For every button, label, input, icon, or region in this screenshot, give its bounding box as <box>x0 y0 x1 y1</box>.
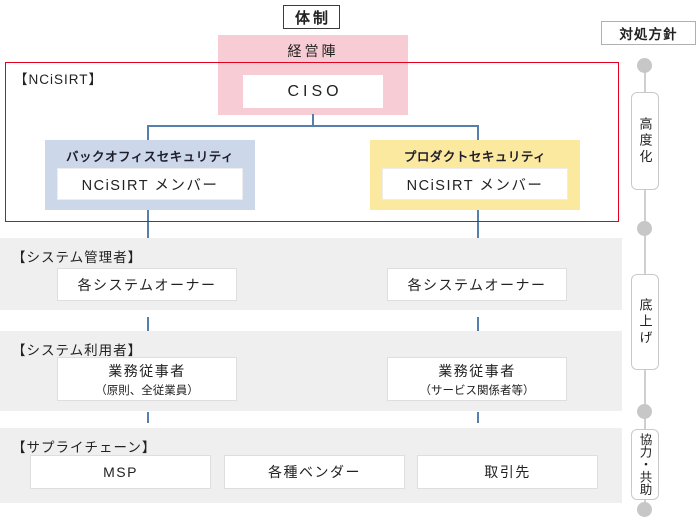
section-label: 【システム管理者】 <box>12 250 143 265</box>
vendors-box: 各種ベンダー <box>224 455 405 489</box>
policy-title-label: 対処方針 <box>619 27 678 42</box>
back-office-member-label: NCiSIRT メンバー <box>81 177 219 194</box>
connector-line <box>147 126 149 140</box>
box-label: MSP <box>103 464 138 480</box>
box-label: 業務従事者 <box>108 362 186 379</box>
section-system-administrators: 【システム管理者】 各システムオーナー 各システムオーナー <box>0 238 622 310</box>
management-block: 経営陣 CISO <box>218 35 408 115</box>
connector-line <box>147 412 149 423</box>
policy-title: 対処方針 <box>601 21 696 45</box>
policy-rail-dot <box>637 404 652 419</box>
product-member-box: NCiSIRT メンバー <box>382 168 568 200</box>
connector-line <box>147 210 149 238</box>
policy-rail-dot <box>637 221 652 236</box>
diagram-title-label: 体制 <box>294 9 331 27</box>
box-label: 各システムオーナー <box>77 276 217 293</box>
section-supply-chain: 【サプライチェーン】 MSP 各種ベンダー 取引先 <box>0 428 622 503</box>
product-security-block: プロダクトセキュリティ NCiSIRT メンバー <box>370 140 580 210</box>
section-label: 【サプライチェーン】 <box>12 440 157 455</box>
connector-line <box>477 210 479 238</box>
workers-box-left: 業務従事者 （原則、全従業員） <box>57 357 237 401</box>
msp-box: MSP <box>30 455 211 489</box>
management-label: 経営陣 <box>287 43 339 59</box>
connector-line <box>147 125 479 127</box>
ncisirt-label: 【NCiSIRT】 <box>14 72 104 87</box>
box-label: 取引先 <box>484 464 531 480</box>
policy-pill-label: 底上げ <box>637 297 653 347</box>
policy-pill-advancement: 高度化 <box>631 92 659 190</box>
box-sublabel: （原則、全従業員） <box>95 384 199 397</box>
policy-pill-baseline-raising: 底上げ <box>631 274 659 370</box>
policy-rail-dot <box>637 502 652 517</box>
box-label: 業務従事者 <box>438 362 516 379</box>
box-label: 各種ベンダー <box>268 464 361 480</box>
policy-pill-label: 協力・共助 <box>637 433 652 496</box>
business-partners-box: 取引先 <box>417 455 598 489</box>
policy-pill-label: 高度化 <box>637 116 653 166</box>
connector-line <box>147 317 149 331</box>
workers-box-right: 業務従事者 （サービス関係者等） <box>387 357 567 401</box>
product-member-label: NCiSIRT メンバー <box>406 177 544 194</box>
system-owner-box-right: 各システムオーナー <box>387 268 567 301</box>
ciso-box: CISO <box>243 75 383 108</box>
policy-pill-cooperation: 協力・共助 <box>631 429 659 500</box>
connector-line <box>477 317 479 331</box>
box-sublabel: （サービス関係者等） <box>419 384 535 397</box>
connector-line <box>477 412 479 423</box>
section-system-users: 【システム利用者】 業務従事者 （原則、全従業員） 業務従事者 （サービス関係者… <box>0 331 622 411</box>
ciso-label: CISO <box>287 82 343 100</box>
connector-line <box>312 114 314 126</box>
connector-line <box>477 126 479 140</box>
back-office-member-box: NCiSIRT メンバー <box>57 168 243 200</box>
product-security-title: プロダクトセキュリティ <box>403 150 547 164</box>
box-label: 各システムオーナー <box>407 276 547 293</box>
system-owner-box-left: 各システムオーナー <box>57 268 237 301</box>
back-office-security-block: バックオフィスセキュリティ NCiSIRT メンバー <box>45 140 255 210</box>
back-office-security-title: バックオフィスセキュリティ <box>65 150 234 164</box>
diagram-title: 体制 <box>283 5 340 29</box>
section-label: 【システム利用者】 <box>12 343 143 358</box>
policy-rail-dot <box>637 58 652 73</box>
